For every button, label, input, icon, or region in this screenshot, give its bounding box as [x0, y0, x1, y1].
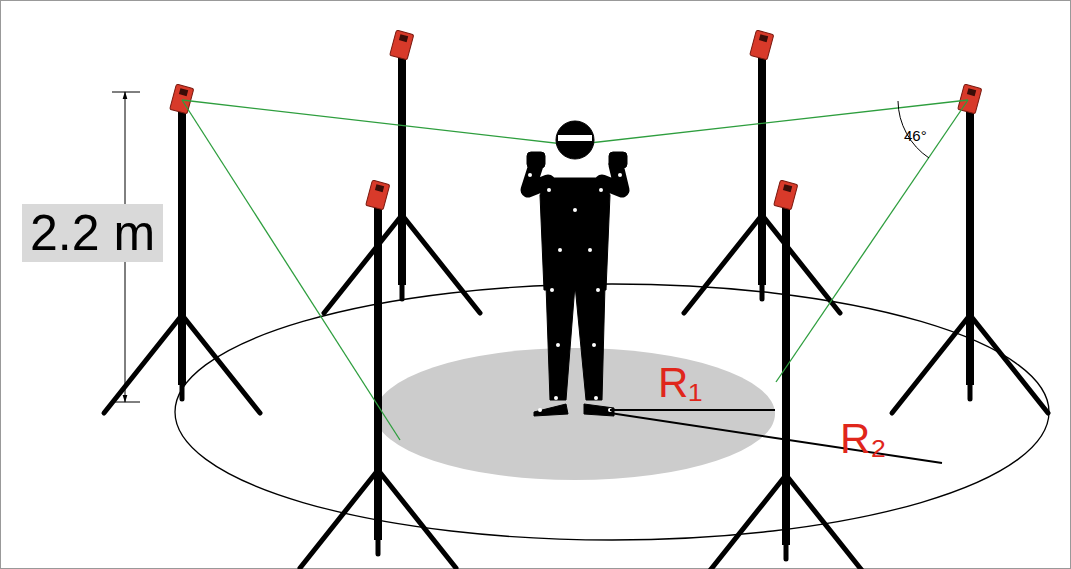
tripod	[684, 30, 840, 313]
radius-line	[610, 413, 942, 463]
camera	[774, 180, 798, 210]
tripod	[708, 180, 864, 569]
capture-area-outer	[175, 284, 1049, 540]
radius-label: R₁	[658, 362, 703, 404]
camera	[170, 84, 194, 114]
person-silhouette	[527, 121, 627, 416]
tripod	[892, 84, 1048, 413]
dimension-tick	[112, 92, 140, 93]
angle-label: 46°	[904, 128, 927, 143]
dimension-tick	[112, 402, 140, 403]
camera	[750, 30, 774, 60]
height-dimension-label: 2.2 m	[22, 204, 163, 262]
radius-label: R₂	[840, 418, 887, 460]
camera-view-lines	[182, 100, 968, 440]
tripod	[324, 30, 480, 313]
marker-dots	[528, 120, 622, 412]
radius-line	[610, 409, 775, 411]
camera	[366, 180, 390, 210]
camera	[390, 30, 414, 60]
camera-tripods	[104, 30, 1048, 569]
capture-area-inner	[375, 348, 775, 480]
tripod	[300, 180, 456, 568]
